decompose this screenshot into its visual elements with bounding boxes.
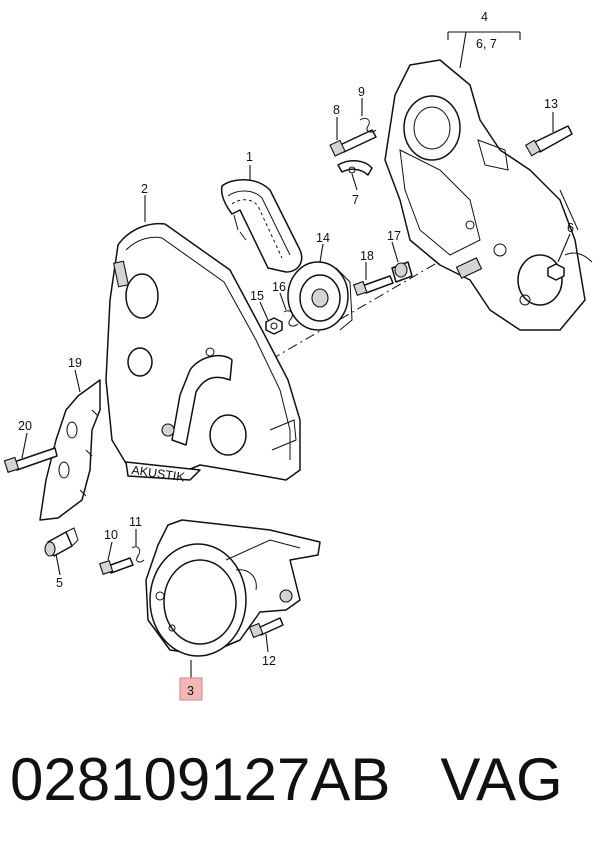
- plug-5: [44, 527, 79, 557]
- washer-11: [131, 546, 145, 563]
- callout-18: 18: [360, 249, 374, 263]
- callout-13: 13: [544, 97, 558, 111]
- rear-timing-cover: [384, 59, 593, 331]
- timing-belt-cover-exploded-diagram: AKUSTIK: [3, 10, 593, 701]
- callout-5: 5: [56, 576, 63, 590]
- nut-6: [547, 263, 565, 281]
- bolt-8: [329, 129, 377, 157]
- bolt-13: [524, 125, 573, 157]
- bolt-10: [99, 557, 134, 575]
- callout-10: 10: [104, 528, 118, 542]
- callout-8: 8: [333, 103, 340, 117]
- nut-15: [265, 317, 283, 335]
- callout-14: 14: [316, 231, 330, 245]
- callout-9: 9: [358, 85, 365, 99]
- bolt-18: [352, 275, 394, 297]
- callout-3-highlight: 3: [179, 677, 203, 701]
- callout-4: 4: [481, 10, 488, 24]
- callout-11: 11: [129, 515, 142, 529]
- callout-19: 19: [68, 356, 82, 370]
- timing-belt: [220, 179, 303, 273]
- callout-15: 15: [250, 289, 264, 303]
- sleeve-17: [391, 261, 413, 283]
- callout-6: 6: [567, 221, 574, 235]
- callout-7: 7: [352, 193, 359, 207]
- belt-tensioner: [287, 261, 353, 331]
- callout-16: 16: [272, 280, 286, 294]
- callout-3: 3: [187, 684, 194, 698]
- clip-7: [337, 160, 373, 176]
- lower-timing-belt-cover: [145, 519, 321, 657]
- callout-20: 20: [18, 419, 32, 433]
- callout-1: 1: [246, 150, 253, 164]
- bolt-20: [3, 447, 58, 473]
- upper-timing-belt-cover: AKUSTIK: [105, 222, 301, 485]
- part-number-caption: 028109127AB VAG: [10, 735, 590, 825]
- bolt-12: [248, 617, 284, 639]
- callout-12: 12: [262, 654, 276, 668]
- bracket-19: [39, 379, 101, 521]
- brand-label: VAG: [440, 746, 563, 813]
- callout-labels: 1 2 4 6, 7 13 8 9 7 14 18 17 16 15 6 19 …: [18, 10, 574, 668]
- callout-6-7: 6, 7: [476, 37, 497, 51]
- leader-lines: [21, 31, 571, 678]
- callout-2: 2: [141, 182, 148, 196]
- washer-16: [283, 310, 299, 327]
- callout-17: 17: [387, 229, 401, 243]
- part-number: 028109127AB: [10, 746, 391, 813]
- spring-washer-9: [359, 117, 377, 133]
